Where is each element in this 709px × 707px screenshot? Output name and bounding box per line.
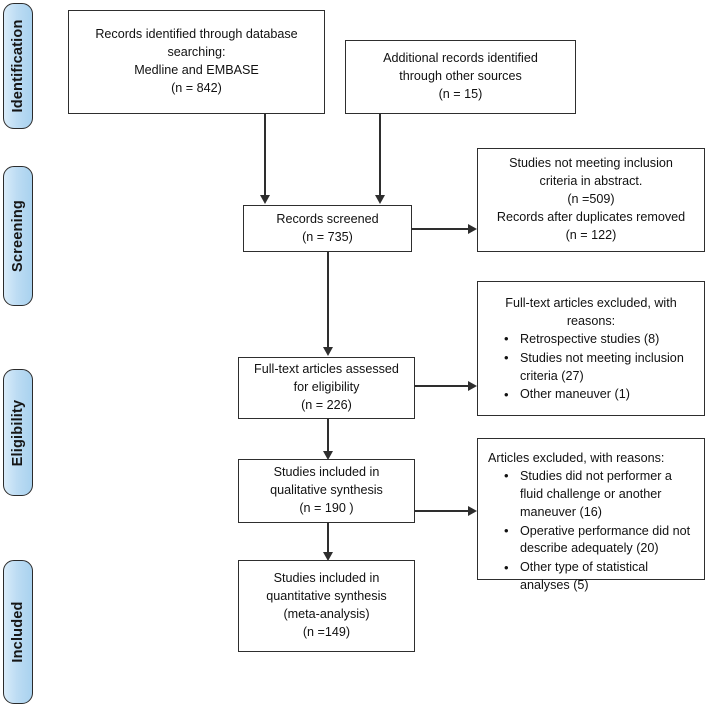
stage-label-eligibility: Eligibility — [10, 399, 26, 466]
arrowhead-screened-to-excluded — [468, 223, 477, 234]
box-fulltext-assessed: Full-text articles assessed for eligibil… — [238, 357, 415, 419]
box-other-records: Additional records identified through ot… — [345, 40, 576, 114]
box-articles-excluded-content: Articles excluded, with reasons: Studies… — [478, 450, 704, 596]
text-line: criteria in abstract. — [539, 174, 643, 189]
stage-tab-included[interactable]: Included — [3, 560, 33, 704]
text-line: Records screened — [276, 211, 379, 226]
list-item: Operative performance did not describe a… — [504, 522, 698, 559]
fulltext-excluded-reason-list: Retrospective studies (8) Studies not me… — [478, 330, 704, 405]
connector-other-to-screened — [379, 114, 381, 197]
articles-excluded-reason-list: Studies did not performer a fluid challe… — [478, 467, 704, 595]
connector-fulltext-to-excluded — [415, 385, 470, 387]
stage-label-screening: Screening — [10, 200, 26, 272]
arrowhead-fulltext-to-excluded — [468, 380, 477, 391]
text-line: (n = 122) — [565, 227, 617, 242]
box-other-records-text: Additional records identified through ot… — [346, 50, 575, 104]
text-line: Articles excluded, with reasons: — [488, 451, 665, 465]
stage-tab-screening[interactable]: Screening — [3, 166, 33, 306]
box-screening-excluded: Studies not meeting inclusion criteria i… — [477, 148, 705, 252]
box-qualitative-synthesis-text: Studies included in qualitative synthesi… — [239, 464, 414, 518]
stage-label-identification: Identification — [10, 19, 26, 113]
text-line: (n =149) — [302, 624, 351, 639]
connector-qualitative-to-quantitative — [327, 523, 329, 554]
text-line: (n = 735) — [302, 229, 353, 244]
box-articles-excluded: Articles excluded, with reasons: Studies… — [477, 438, 705, 592]
text-line: through other sources — [399, 69, 522, 84]
text-line: (n = 15) — [438, 86, 483, 101]
text-line: Medline and EMBASE — [134, 63, 259, 77]
box-database-records: Records identified through database sear… — [68, 10, 325, 114]
box-quantitative-synthesis: Studies included in quantitative synthes… — [238, 560, 415, 652]
text-line: Studies included in — [273, 571, 380, 586]
arrowhead-other-to-screened — [374, 195, 385, 204]
connector-qualitative-to-excluded — [415, 510, 470, 512]
stage-tab-identification[interactable]: Identification — [3, 3, 33, 129]
connector-database-to-screened — [264, 114, 266, 197]
box-fulltext-assessed-text: Full-text articles assessed for eligibil… — [239, 361, 414, 415]
text-line: searching: — [167, 45, 226, 60]
box-fulltext-excluded-content: Full-text articles excluded, with reason… — [478, 295, 704, 405]
text-line: reasons: — [566, 313, 616, 328]
stage-label-included: Included — [10, 601, 26, 663]
arrowhead-qualitative-to-quantitative — [322, 552, 333, 561]
arrowhead-fulltext-to-qualitative — [322, 451, 333, 460]
text-line: (n = 842) — [171, 80, 222, 95]
stage-tab-eligibility[interactable]: Eligibility — [3, 369, 33, 496]
box-screening-excluded-text: Studies not meeting inclusion criteria i… — [478, 155, 704, 244]
arrowhead-database-to-screened — [259, 195, 270, 204]
text-line: quantitative synthesis — [266, 589, 387, 604]
list-item: Studies did not performer a fluid challe… — [504, 467, 698, 522]
text-line: Full-text articles excluded, with — [505, 296, 677, 310]
text-line: Additional records identified — [383, 51, 538, 66]
connector-screened-to-excluded — [412, 228, 470, 230]
text-line: qualitative synthesis — [270, 483, 383, 498]
text-line: for eligibility — [293, 380, 360, 395]
text-line: Records after duplicates removed — [496, 209, 686, 224]
connector-fulltext-to-qualitative — [327, 419, 329, 453]
box-qualitative-synthesis: Studies included in qualitative synthesi… — [238, 459, 415, 523]
text-line: Full-text articles assessed — [254, 362, 399, 377]
arrowhead-screened-to-fulltext — [322, 347, 333, 356]
text-line: Studies included in — [273, 465, 380, 480]
box-database-records-text: Records identified through database sear… — [69, 26, 324, 98]
box-records-screened: Records screened (n = 735) — [243, 205, 412, 252]
box-records-screened-text: Records screened (n = 735) — [244, 211, 411, 247]
list-item: Other type of statistical analyses (5) — [504, 559, 698, 595]
text-line: (n =509) — [567, 192, 615, 207]
text-line: (n = 226) — [301, 397, 352, 412]
list-item: Other maneuver (1) — [504, 386, 698, 404]
connector-screened-to-fulltext — [327, 252, 329, 349]
box-fulltext-excluded: Full-text articles excluded, with reason… — [477, 281, 705, 416]
arrowhead-qualitative-to-excluded — [468, 505, 477, 516]
text-line: Records identified through database — [95, 27, 298, 42]
text-line: Studies not meeting inclusion — [509, 156, 673, 171]
box-quantitative-synthesis-text: Studies included in quantitative synthes… — [239, 570, 414, 642]
text-line: (n = 190 ) — [299, 500, 354, 515]
text-line: (meta-analysis) — [283, 607, 370, 621]
list-item: Retrospective studies (8) — [504, 330, 698, 349]
list-item: Studies not meeting inclusion criteria (… — [504, 349, 698, 386]
